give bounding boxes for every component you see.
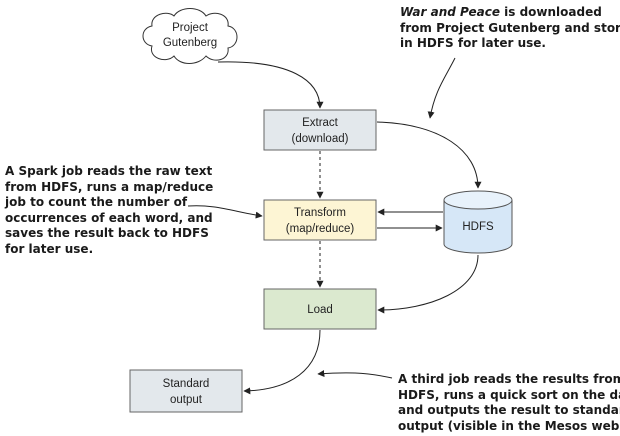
annotation-bottom: A third job reads the results from HDFS,… (398, 372, 620, 434)
annotation-top-line3: in HDFS for later use. (400, 36, 546, 50)
annotation-left-line: from HDFS, runs a map/reduce (5, 179, 214, 194)
output-label-line2: output (170, 394, 203, 406)
transform-label-line2: (map/reduce) (286, 223, 355, 235)
annotation-bottom-line: HDFS, runs a quick sort on the data, (398, 387, 620, 402)
callout-arrow-bottom (317, 370, 393, 379)
hdfs-label: HDFS (462, 221, 494, 233)
hdfs-database: HDFS (443, 190, 513, 254)
annotation-top-line1: War and Peace is downloaded (400, 5, 620, 21)
cloud-icon (142, 8, 238, 64)
callout-arrow-top (427, 57, 456, 119)
arrow-load-to-output (243, 329, 321, 395)
annotation-bottom-line: and outputs the result to standard (398, 403, 620, 417)
annotation-left-line: for later use. (5, 241, 94, 256)
annotation-top: War and Peace is downloaded from Project… (400, 5, 620, 52)
extract-label-line1: Extract (302, 117, 339, 129)
annotation-left-line: occurrences of each word, and (5, 210, 213, 225)
standard-output-node: Standard output (129, 369, 243, 413)
annotation-left-line: A Spark job reads the raw text (5, 164, 213, 178)
load-node: Load (263, 288, 377, 330)
load-label: Load (307, 304, 333, 316)
arrow-extract-to-hdfs (376, 121, 482, 189)
transform-label-line1: Transform (294, 207, 346, 219)
arrow-gutenberg-to-extract (217, 61, 324, 109)
annotation-bottom-line: output (visible in the Mesos web UI). (398, 418, 620, 433)
extract-label-line2: (download) (292, 133, 349, 145)
transform-node: Transform (map/reduce) (263, 199, 377, 241)
gutenberg-label-line1: Project (172, 22, 209, 34)
database-icon (443, 200, 513, 254)
annotation-left: A Spark job reads the raw text from HDFS… (5, 164, 213, 257)
book-title: War and Peace (400, 5, 500, 19)
annotation-left-line: job to count the number of (5, 195, 188, 209)
annotation-bottom-line: A third job reads the results from (398, 372, 620, 386)
annotation-top-line2: from Project Gutenberg and stored (400, 20, 620, 35)
project-gutenberg-cloud: Project Gutenberg (142, 8, 238, 64)
gutenberg-label-line2: Gutenberg (163, 37, 217, 49)
output-label-line1: Standard (163, 378, 210, 390)
annotation-left-line: saves the result back to HDFS (5, 226, 209, 240)
extract-node: Extract (download) (263, 109, 377, 151)
arrow-hdfs-to-load (377, 254, 479, 314)
callout-arrow-left (187, 205, 263, 219)
annotation-top-line1-rest: is downloaded (499, 5, 602, 19)
